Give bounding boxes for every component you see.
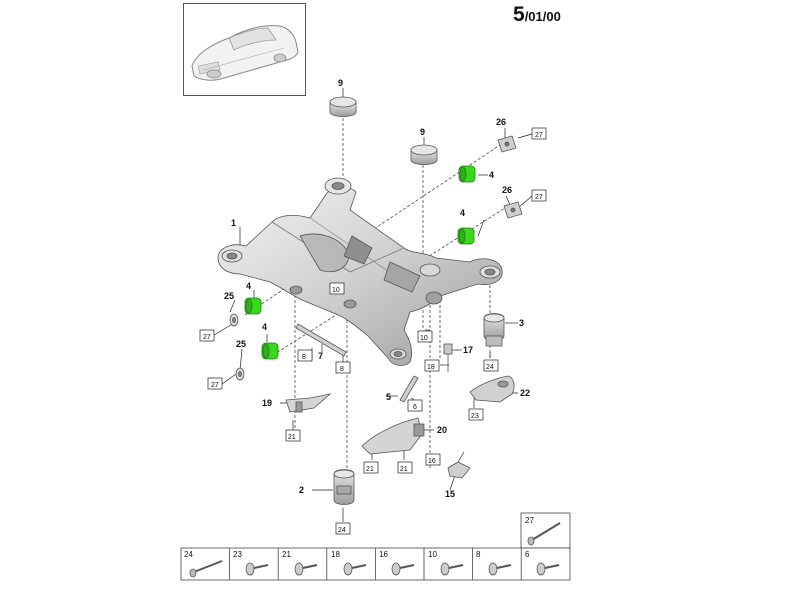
fastener-cell-16: 16 <box>379 550 415 576</box>
callout-26-lower: 26 <box>502 185 512 195</box>
rubber-buffer-9-upper <box>329 96 357 117</box>
callout-4-left-upper: 4 <box>246 281 251 291</box>
fastener-cell-18: 18 <box>331 550 367 576</box>
fastener-cell-24: 24 <box>184 550 223 578</box>
box-27-upper: 27 <box>535 194 543 201</box>
washer-25-b <box>235 367 245 381</box>
fastener-cell-8: 8 <box>476 550 512 576</box>
boxed-reference-labels: 27 27 27 27 10 10 8 8 18 24 23 6 16 21 2… <box>203 132 543 534</box>
rear-axle-subframe <box>217 177 503 366</box>
callout-9-upper: 9 <box>338 78 343 88</box>
callout-4-upper-right: 4 <box>489 170 494 180</box>
callout-3: 3 <box>519 318 524 328</box>
fastener-cell-21: 21 <box>282 550 318 576</box>
box-21-left: 21 <box>288 434 296 441</box>
screw-icon <box>245 562 269 576</box>
box-16: 16 <box>428 458 436 465</box>
bolt-icon <box>189 560 223 578</box>
callout-labels: 9 9 26 26 4 4 1 4 25 4 25 3 17 7 22 5 19… <box>224 78 530 499</box>
box-21-right: 21 <box>400 466 408 473</box>
callout-2: 2 <box>299 485 304 495</box>
callout-17: 17 <box>463 345 473 355</box>
box-27-lower-left: 27 <box>211 382 219 389</box>
box-18: 18 <box>427 364 435 371</box>
page-number-sub: /01/00 <box>524 9 561 24</box>
bushing-4-a <box>458 165 476 183</box>
box-6: 6 <box>413 404 417 411</box>
bracket-20 <box>361 417 425 455</box>
callout-1: 1 <box>231 218 236 228</box>
boxed-references <box>199 127 547 535</box>
bracket-22 <box>469 375 515 403</box>
fastener-24-label: 24 <box>184 550 193 559</box>
box-10-right: 10 <box>420 335 428 342</box>
fastener-cell-10: 10 <box>428 550 464 576</box>
rubber-buffer-9-lower <box>410 144 438 165</box>
mount-3 <box>483 313 505 347</box>
fastener-table <box>180 512 571 581</box>
rod-7 <box>295 323 347 357</box>
callout-15: 15 <box>445 489 455 499</box>
callout-5: 5 <box>386 392 391 402</box>
washer-25-a <box>229 313 239 327</box>
box-8-right: 8 <box>340 366 344 373</box>
box-24-right: 24 <box>486 364 494 371</box>
fastener-cell-23: 23 <box>233 550 269 576</box>
callout-4-left-lower: 4 <box>262 322 267 332</box>
vehicle-thumbnail <box>183 3 306 96</box>
fastener-23-label: 23 <box>233 550 242 559</box>
fastener-cell-6: 6 <box>525 550 560 576</box>
fastener-21-label: 21 <box>282 550 291 559</box>
screw-icon <box>343 562 367 576</box>
fastener-16-label: 16 <box>379 550 388 559</box>
box-8-left: 8 <box>302 354 306 361</box>
bolt-icon <box>527 522 561 546</box>
callout-25-lower: 25 <box>236 339 246 349</box>
callout-20: 20 <box>437 425 447 435</box>
screw-icon <box>536 562 560 576</box>
car-outline-icon <box>191 25 299 81</box>
fastener-6-label: 6 <box>525 550 530 559</box>
fastener-8-label: 8 <box>476 550 481 559</box>
sensor-bracket-15 <box>447 451 471 479</box>
nut-icon <box>440 562 464 576</box>
bushing-4-c <box>244 297 262 315</box>
callout-4-lower-right: 4 <box>460 208 465 218</box>
box-27-left: 27 <box>203 334 211 341</box>
fastener-18-label: 18 <box>331 550 340 559</box>
fastener-27-label: 27 <box>525 516 534 525</box>
box-21-middle: 21 <box>366 466 374 473</box>
page-number-main: 5 <box>513 3 525 26</box>
screw-icon <box>294 562 318 576</box>
page-number: 5/01/00 <box>513 3 561 27</box>
sensor-bracket-17 <box>443 343 458 372</box>
box-24-bottom: 24 <box>338 527 346 534</box>
fastener-cell-27: 27 <box>525 516 561 546</box>
box-27-top: 27 <box>535 132 543 139</box>
bracket-19 <box>285 393 332 413</box>
callout-26-upper: 26 <box>496 117 506 127</box>
bushing-4-b <box>457 227 475 245</box>
mount-2 <box>333 469 355 505</box>
rod-5 <box>399 375 419 403</box>
box-23: 23 <box>471 413 479 420</box>
fastener-10-label: 10 <box>428 550 437 559</box>
callout-25-upper: 25 <box>224 291 234 301</box>
box-10-left: 10 <box>332 287 340 294</box>
screw-icon <box>488 562 512 576</box>
clip-26-a <box>497 135 517 153</box>
bushing-4-d <box>261 342 279 360</box>
screw-icon <box>391 562 415 576</box>
callout-9-lower: 9 <box>420 127 425 137</box>
callout-7: 7 <box>318 351 323 361</box>
clip-26-b <box>503 201 523 219</box>
callout-22: 22 <box>520 388 530 398</box>
callout-19: 19 <box>262 398 272 408</box>
